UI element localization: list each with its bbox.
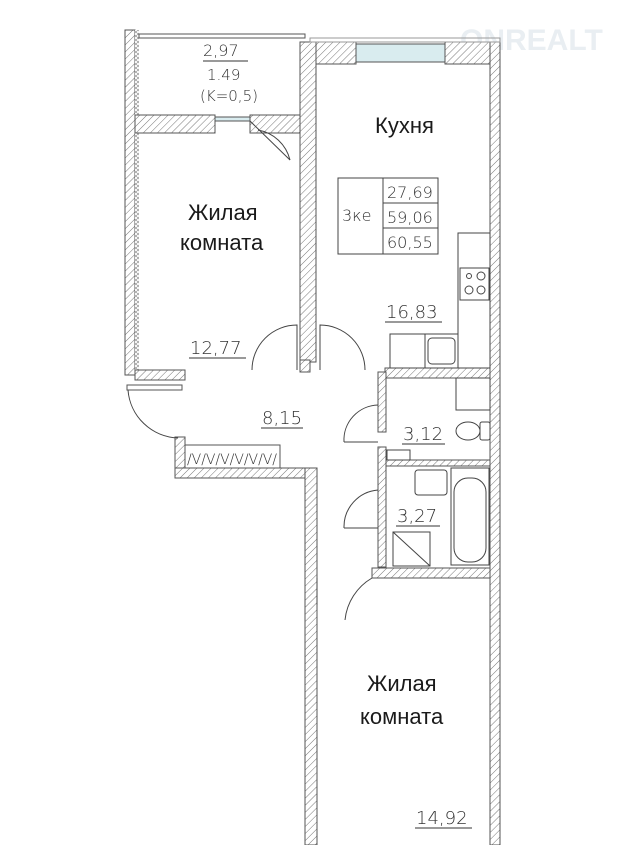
svg-text:/V/V/V/V/V/V/: /V/V/V/V/V/V/: [187, 452, 277, 468]
hall-area: 8,15: [262, 408, 302, 429]
walls: [124, 29, 501, 845]
kitchen-area: 16,83: [386, 302, 438, 323]
kitchen-window: [355, 43, 446, 63]
balcony-reduced-area: 1.49: [207, 66, 240, 84]
bathroom-fixtures: [386, 377, 491, 567]
kitchen-sink-icon: [427, 337, 456, 365]
wc-sink-icon: [386, 449, 411, 461]
toilet-icon: [455, 421, 481, 441]
bathroom-area: 3,27: [397, 506, 437, 527]
balcony: [138, 33, 501, 122]
kitchen-furniture: [389, 232, 491, 369]
balcony-coefficient: (K=0,5): [200, 87, 258, 105]
total-area: 59,06: [387, 208, 433, 227]
room-top-area: 12,77: [190, 338, 242, 359]
room-top-label-1: Жилая: [188, 200, 258, 225]
room-top-label-2: комната: [180, 230, 264, 255]
room-bottom-label-1: Жилая: [367, 671, 437, 696]
stove-icon: [459, 267, 490, 301]
total-area-with-balcony: 60,55: [387, 233, 433, 252]
summary-table: 3ке 27,69 59,06 60,55: [337, 177, 439, 255]
kitchen-label: Кухня: [375, 113, 434, 138]
apartment-type: 3ке: [342, 206, 372, 225]
room-bottom-label-2: комната: [360, 704, 444, 729]
balcony-area: 2,97: [203, 41, 239, 60]
room-bottom-area: 14,92: [416, 808, 468, 829]
living-area: 27,69: [387, 183, 433, 202]
wardrobe: /V/V/V/V/V/V/: [184, 444, 281, 469]
doors: [127, 120, 379, 621]
wc-area: 3,12: [403, 424, 443, 445]
